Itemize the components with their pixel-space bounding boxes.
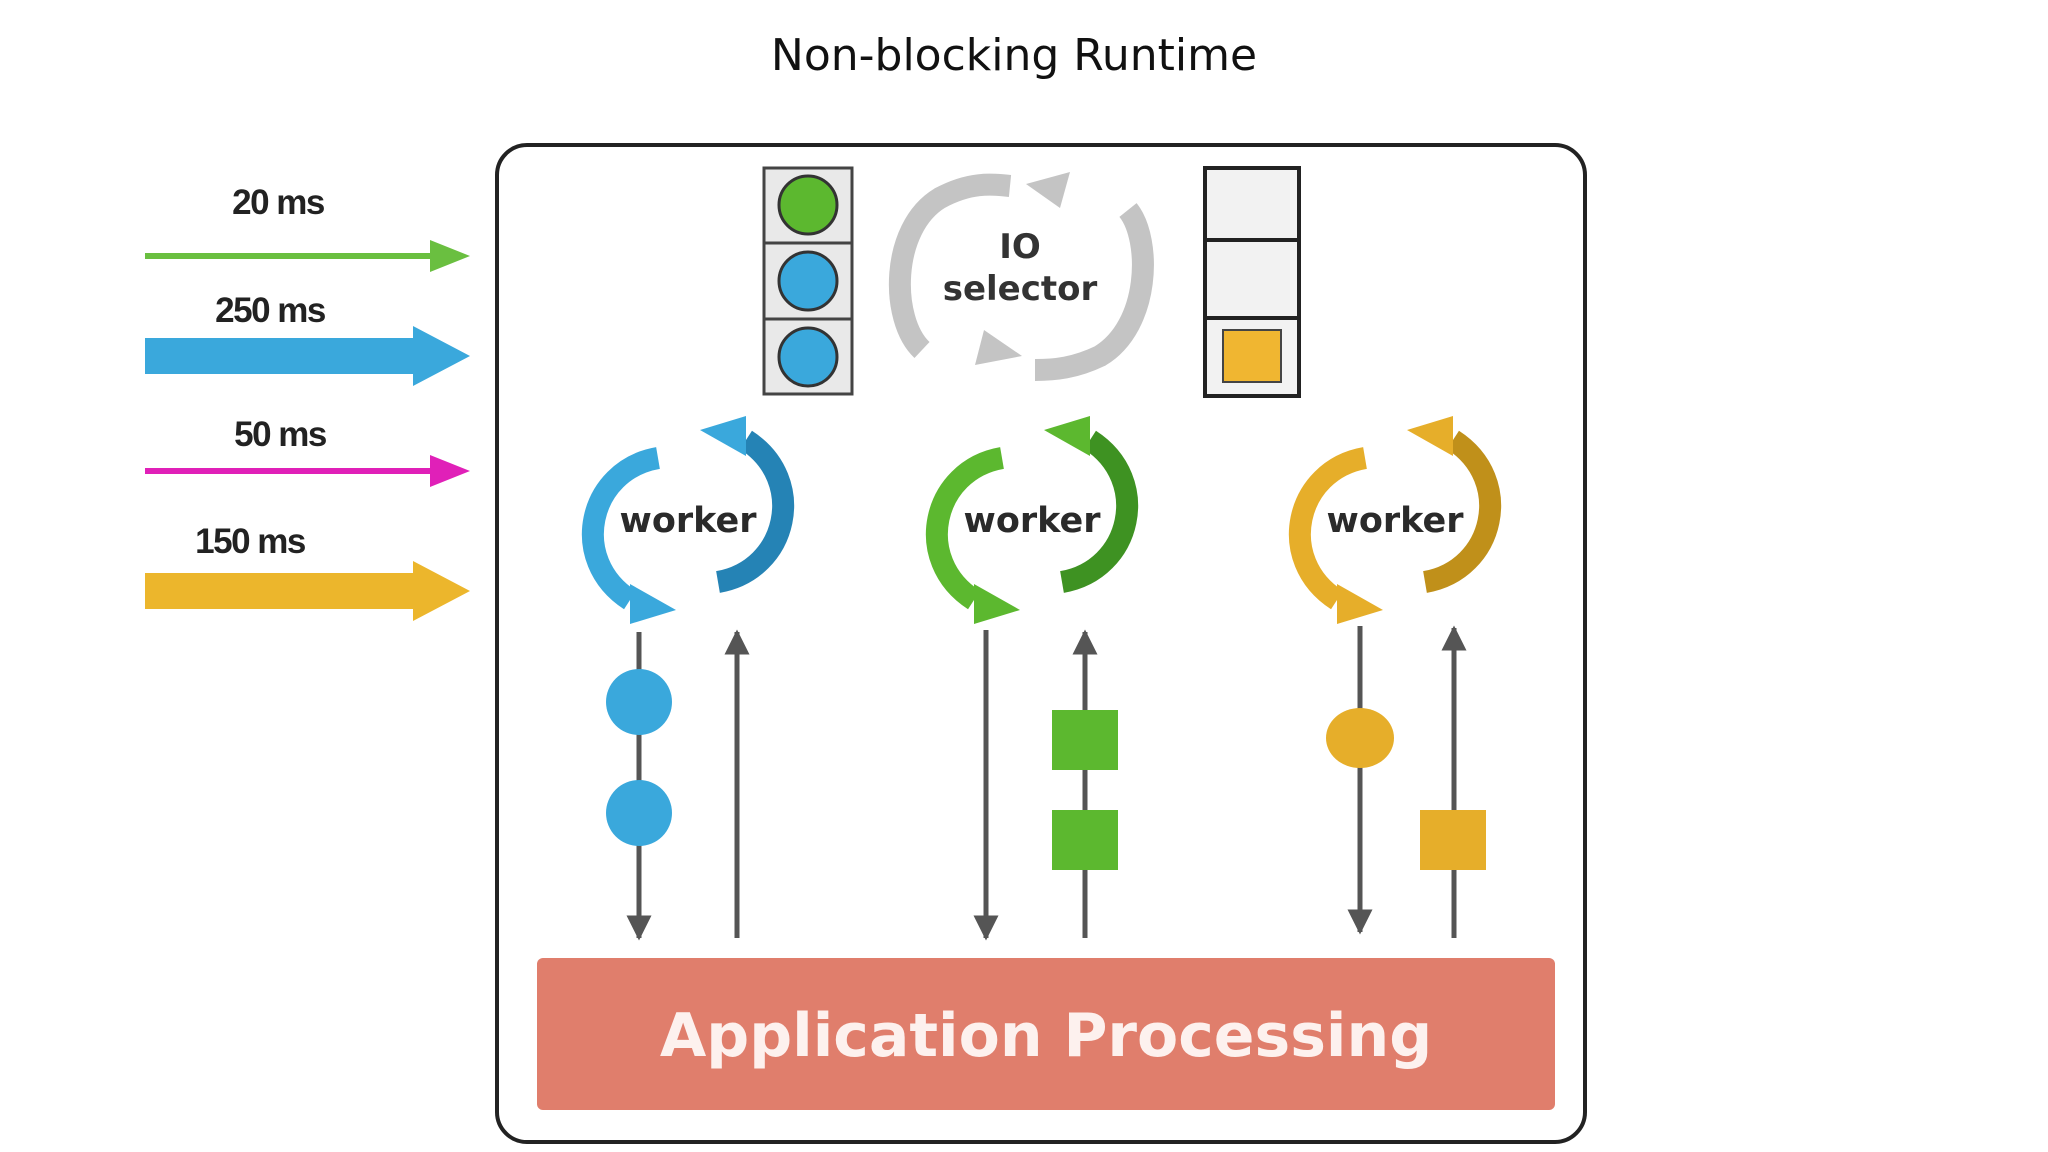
worker-label: worker	[1327, 501, 1465, 541]
request-latency-label: 50 ms	[234, 415, 327, 454]
incoming-requests: 20 ms 250 ms 50 ms 150 ms	[145, 183, 470, 621]
request-arrow-magenta	[145, 455, 470, 487]
pending-response	[1420, 810, 1486, 870]
io-selector-cycle-icon	[888, 172, 1154, 381]
worker-label: worker	[964, 501, 1102, 541]
request-arrow-yellow	[145, 561, 470, 621]
request-arrow-green	[145, 240, 470, 272]
queued-request	[777, 250, 839, 312]
worker-2: worker	[926, 416, 1138, 624]
request-arrow: 150 ms	[145, 522, 470, 621]
worker-label: worker	[620, 501, 758, 541]
io-selector-label-line1: IO	[999, 227, 1041, 267]
request-arrow: 250 ms	[145, 291, 470, 386]
request-latency-label: 20 ms	[232, 183, 325, 222]
request-latency-label: 250 ms	[215, 291, 326, 330]
request-latency-label: 150 ms	[195, 522, 306, 561]
queued-request	[777, 174, 839, 236]
pending-response	[1052, 810, 1118, 870]
input-queue	[762, 166, 854, 396]
io-selector: IO selector	[888, 172, 1154, 381]
worker-cycle-icon	[582, 416, 794, 624]
application-processing: Application Processing	[537, 958, 1555, 1110]
pending-request	[1326, 708, 1394, 768]
application-processing-label: Application Processing	[660, 1001, 1432, 1071]
pending-response	[1052, 710, 1118, 770]
queued-response	[1222, 329, 1282, 383]
pending-request	[606, 780, 672, 846]
output-queue	[1203, 166, 1301, 398]
page-title: Non-blocking Runtime	[771, 30, 1257, 81]
worker-3: worker	[1289, 416, 1501, 624]
request-arrow: 20 ms	[145, 183, 470, 272]
worker-cycle-icon	[1289, 416, 1501, 624]
application-processing-block	[537, 958, 1555, 1110]
queued-request	[777, 326, 839, 388]
worker-cycle-icon	[926, 416, 1138, 624]
worker-1: worker	[582, 416, 794, 624]
worker-flows	[606, 625, 1486, 941]
io-selector-label-line2: selector	[943, 269, 1098, 309]
request-arrow-blue	[145, 326, 470, 386]
request-arrow: 50 ms	[145, 415, 470, 487]
pending-request	[606, 669, 672, 735]
